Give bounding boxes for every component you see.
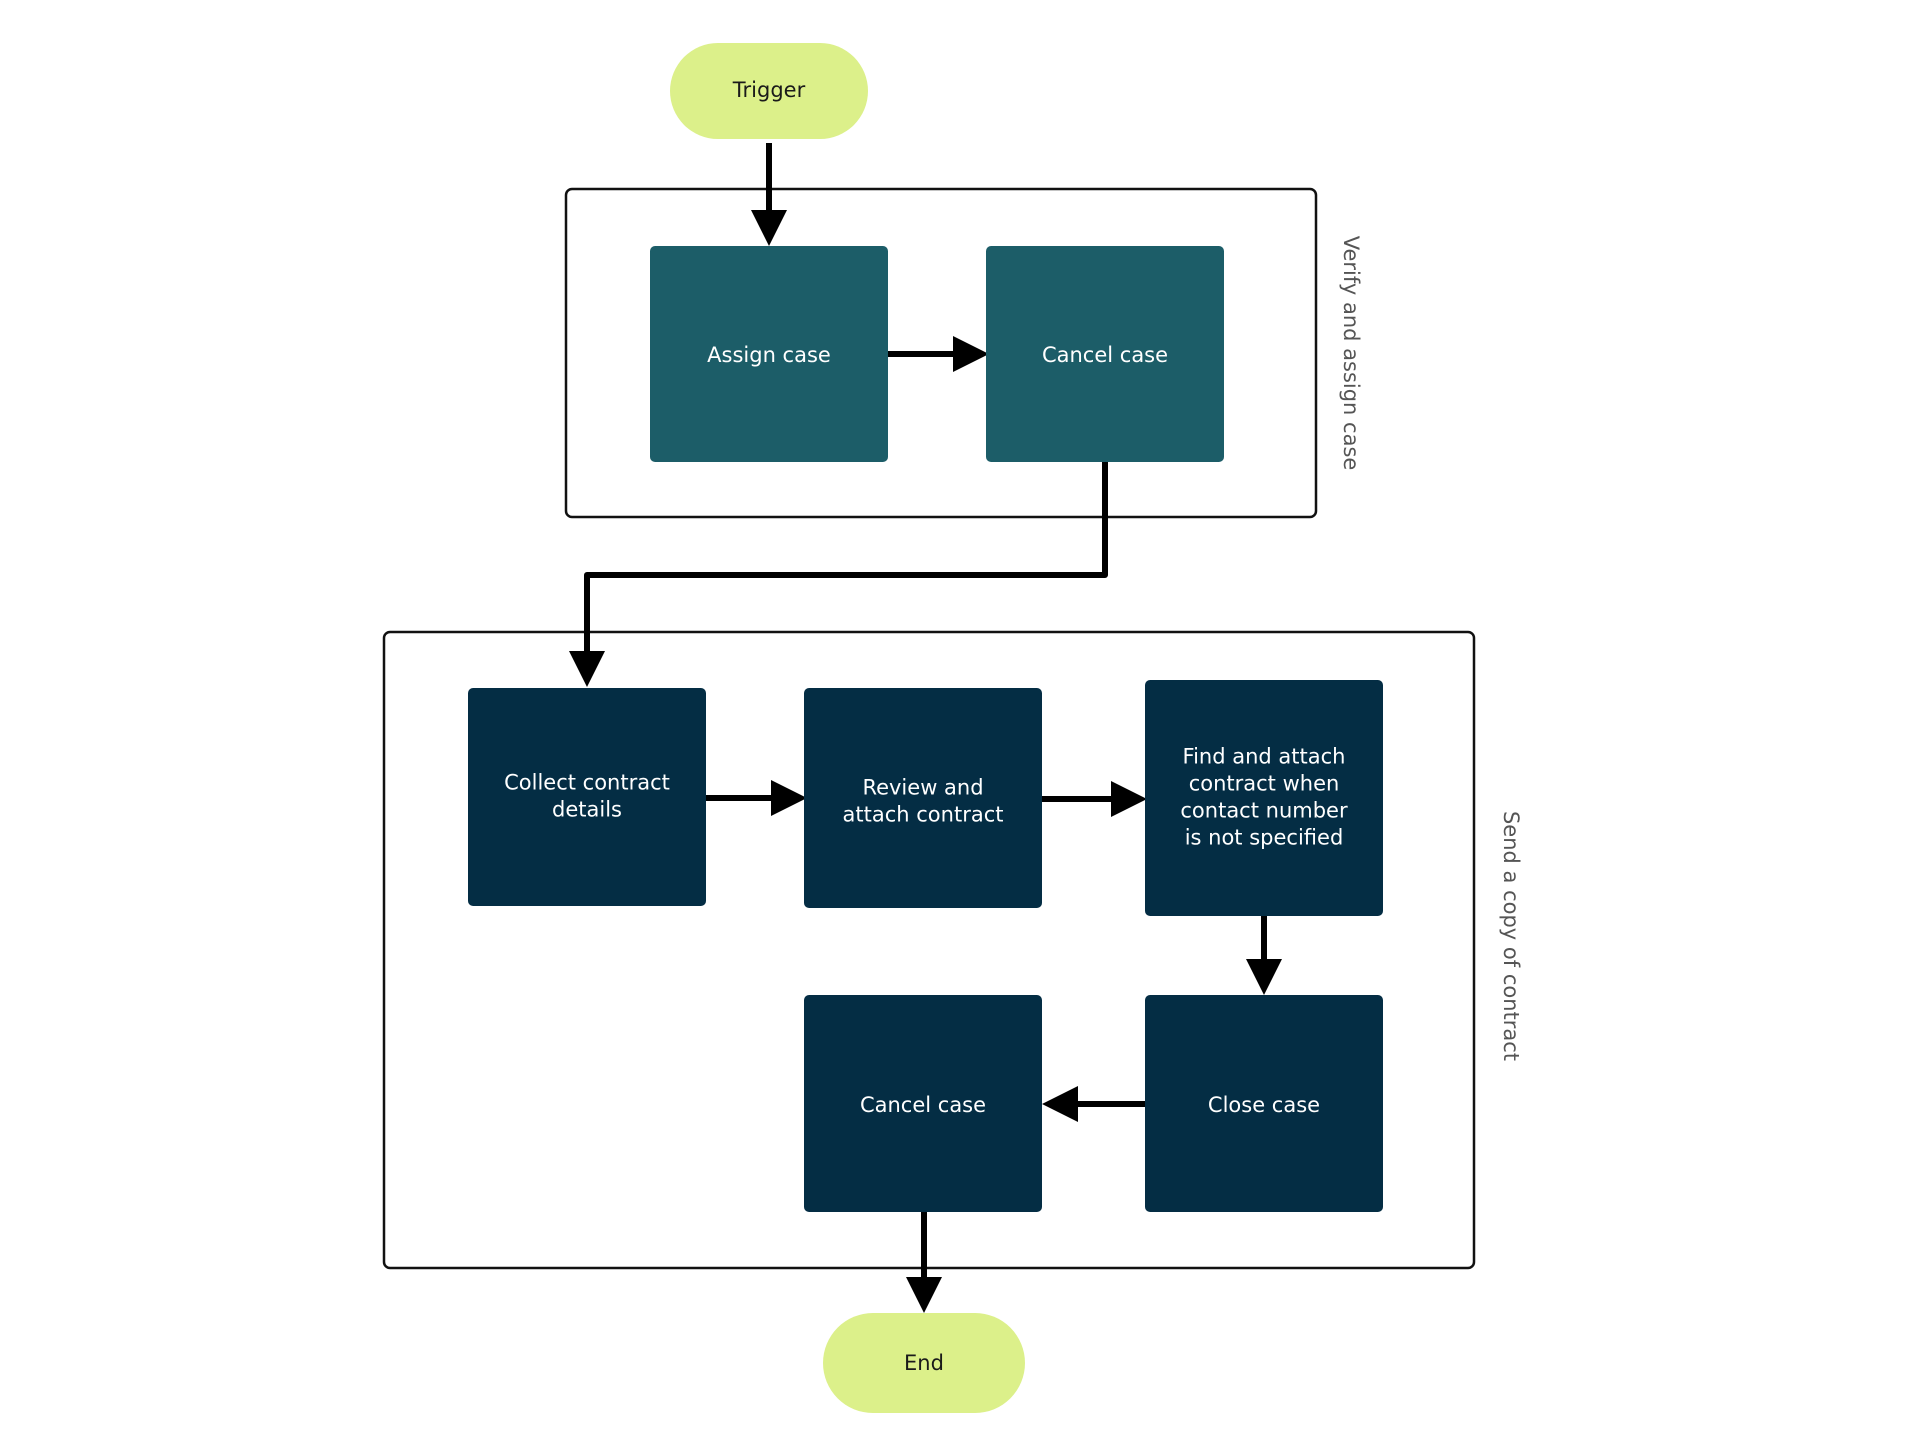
step-cancel-case-2-box xyxy=(804,995,1042,1212)
group-verify-box xyxy=(564,187,1318,519)
step-review-attach-contract-label: Review and attach contract xyxy=(843,776,1004,827)
group-verify-label: Verify and assign case xyxy=(1339,236,1363,471)
step-assign-case-box xyxy=(650,246,888,462)
step-close-case[interactable]: Close case xyxy=(1145,995,1383,1212)
step-label-line: contract when xyxy=(1189,772,1340,796)
step-collect-contract-details-box xyxy=(468,688,706,906)
step-label-line: Collect contract xyxy=(504,771,670,795)
step-label-line: Find and attach xyxy=(1183,745,1346,769)
step-label-line: Assign case xyxy=(707,343,831,367)
step-cancel-case-1-label: Cancel case xyxy=(1042,343,1168,367)
step-label-line: Close case xyxy=(1208,1093,1320,1117)
step-cancel-case-2-label: Cancel case xyxy=(860,1093,986,1117)
step-label-line: is not specified xyxy=(1185,826,1344,850)
start-terminal[interactable]: Trigger xyxy=(670,43,868,139)
connectors xyxy=(569,143,1282,1313)
start-terminal-shape xyxy=(670,43,868,139)
step-review-attach-contract-box xyxy=(804,688,1042,908)
step-close-case-label: Close case xyxy=(1208,1093,1320,1117)
step-assign-case-label: Assign case xyxy=(707,343,831,367)
step-collect-contract-details-label: Collect contract details xyxy=(504,771,670,822)
end-terminal-label: End xyxy=(904,1351,944,1375)
step-close-case-box xyxy=(1145,995,1383,1212)
group-send-copy-label: Send a copy of contract xyxy=(1499,811,1523,1061)
step-collect-contract-details[interactable]: Collect contract details xyxy=(468,688,706,906)
step-label-line: contact number xyxy=(1180,799,1348,823)
step-assign-case[interactable]: Assign case xyxy=(650,246,888,462)
step-cancel-case-1[interactable]: Cancel case xyxy=(986,246,1224,462)
start-terminal-label: Trigger xyxy=(732,78,806,102)
step-review-attach-contract[interactable]: Review and attach contract xyxy=(804,688,1042,908)
step-cancel-case-2[interactable]: Cancel case xyxy=(804,995,1042,1212)
step-cancel-case-1-box xyxy=(986,246,1224,462)
end-terminal-shape xyxy=(823,1313,1025,1413)
group-send-copy-box xyxy=(382,630,1476,1270)
end-terminal[interactable]: End xyxy=(823,1313,1025,1413)
connector-cancel-to-collect xyxy=(569,462,1108,687)
step-find-attach-contract-label: Find and attach contract when contact numb… xyxy=(1180,745,1348,850)
step-label-line: Cancel case xyxy=(860,1093,986,1117)
step-label-line: attach contract xyxy=(843,803,1004,827)
step-label-line: details xyxy=(552,798,622,822)
step-label-line: Review and xyxy=(862,776,983,800)
step-find-attach-contract-box xyxy=(1145,680,1383,916)
step-find-attach-contract[interactable]: Find and attach contract when contact numb… xyxy=(1145,680,1383,916)
step-label-line: Cancel case xyxy=(1042,343,1168,367)
